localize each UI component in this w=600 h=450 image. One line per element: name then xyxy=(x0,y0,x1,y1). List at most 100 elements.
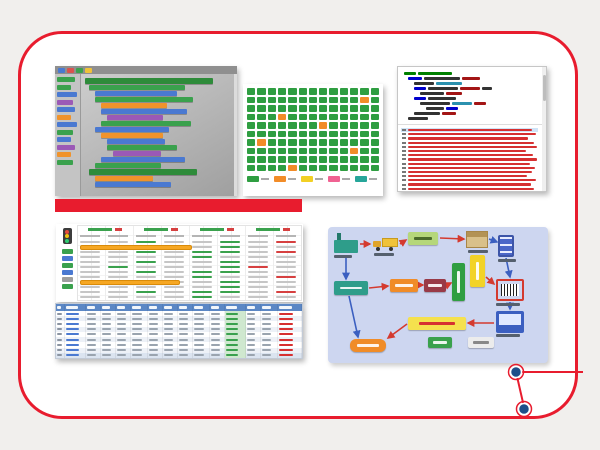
code-block xyxy=(89,169,197,175)
cell-text xyxy=(261,328,272,331)
schedule-cell xyxy=(276,251,296,254)
code-block xyxy=(101,109,187,114)
schedule-cell xyxy=(136,251,156,254)
log-text xyxy=(408,154,533,157)
status-cell xyxy=(339,96,349,103)
schedule-cell xyxy=(108,291,128,294)
schedule-cell xyxy=(276,281,296,284)
toolbar-chip xyxy=(67,67,74,73)
cell-text xyxy=(246,328,256,331)
cell-text xyxy=(66,333,79,336)
status-cell xyxy=(257,96,266,103)
table-cell xyxy=(278,342,302,348)
palette-block xyxy=(57,152,71,157)
status-cell xyxy=(267,156,276,163)
table-cell xyxy=(131,321,149,327)
table-row xyxy=(56,352,302,358)
cell-text xyxy=(87,343,96,346)
header-label xyxy=(211,306,219,309)
cell-text xyxy=(278,323,294,326)
status-cell xyxy=(329,139,338,146)
status-cell xyxy=(298,156,307,163)
cell-text xyxy=(57,328,62,331)
status-cell xyxy=(308,147,318,154)
status-cell xyxy=(370,164,379,171)
table-cell xyxy=(131,316,149,322)
cell-text xyxy=(57,312,62,315)
status-cell xyxy=(277,147,287,154)
header-cell xyxy=(131,304,149,311)
status-cell xyxy=(288,164,297,171)
traffic-light-icon xyxy=(62,228,72,244)
status-cell xyxy=(257,147,266,154)
table-cell xyxy=(178,337,194,343)
cell-text xyxy=(132,317,142,320)
screenshot-schedule-grid xyxy=(56,224,303,302)
cell-text xyxy=(87,338,96,341)
code-token xyxy=(482,87,492,90)
header-cell xyxy=(163,304,179,311)
cell-text xyxy=(149,323,158,326)
cell-text xyxy=(149,354,158,357)
palette-block xyxy=(57,114,71,120)
log-lines xyxy=(398,126,546,193)
schedule-cell xyxy=(248,251,268,254)
header-cell xyxy=(246,304,261,311)
cell-text xyxy=(211,312,220,315)
code-line xyxy=(404,116,538,121)
cell-text xyxy=(57,338,62,341)
schedule-cell xyxy=(276,241,296,244)
status-cell xyxy=(288,156,297,163)
cell-text xyxy=(132,338,142,341)
log-number xyxy=(402,175,406,178)
table-cell xyxy=(210,316,226,322)
status-cell xyxy=(277,88,287,95)
cell-text xyxy=(117,312,126,315)
status-cell xyxy=(267,139,276,146)
flow-arrow xyxy=(439,234,466,243)
schedule-cell xyxy=(80,251,100,254)
log-line xyxy=(401,187,538,191)
status-cell xyxy=(267,105,276,112)
screenshot-flow-diagram xyxy=(328,227,548,363)
schedule-cell xyxy=(108,271,128,274)
cell-text xyxy=(132,349,142,352)
cell-text xyxy=(149,317,158,320)
schedule-cell xyxy=(108,256,128,259)
status-cell xyxy=(308,113,318,120)
cell-text xyxy=(57,343,62,346)
green-light xyxy=(65,238,69,243)
table-cell xyxy=(278,347,302,353)
status-cell xyxy=(339,139,349,146)
log-number xyxy=(402,129,406,132)
schedule-cell xyxy=(276,286,296,289)
status-cell xyxy=(339,105,349,112)
header-cell xyxy=(278,304,302,311)
status-cell xyxy=(288,122,297,129)
status-cell xyxy=(350,96,359,103)
status-cell xyxy=(288,139,297,146)
schedule-cell xyxy=(164,251,184,254)
log-line xyxy=(401,145,538,149)
status-cell xyxy=(247,88,256,95)
schedule-cell xyxy=(192,281,212,284)
cell-text xyxy=(132,354,142,357)
status-cell xyxy=(267,147,276,154)
status-cell xyxy=(329,147,338,154)
table-cell xyxy=(86,347,102,353)
status-cell xyxy=(257,122,266,129)
schedule-cell xyxy=(108,251,128,254)
schedule-cell xyxy=(136,286,156,289)
table-cell xyxy=(65,347,87,353)
schedule-cell xyxy=(164,291,184,294)
cell-text xyxy=(226,333,239,336)
cell-text xyxy=(179,343,188,346)
cell-text xyxy=(57,354,62,357)
cell-text xyxy=(261,333,272,336)
schedule-cell xyxy=(192,291,212,294)
flow-arrow xyxy=(398,239,408,247)
status-cell xyxy=(319,105,328,112)
cell-text xyxy=(194,312,204,315)
table-cell xyxy=(225,337,246,343)
